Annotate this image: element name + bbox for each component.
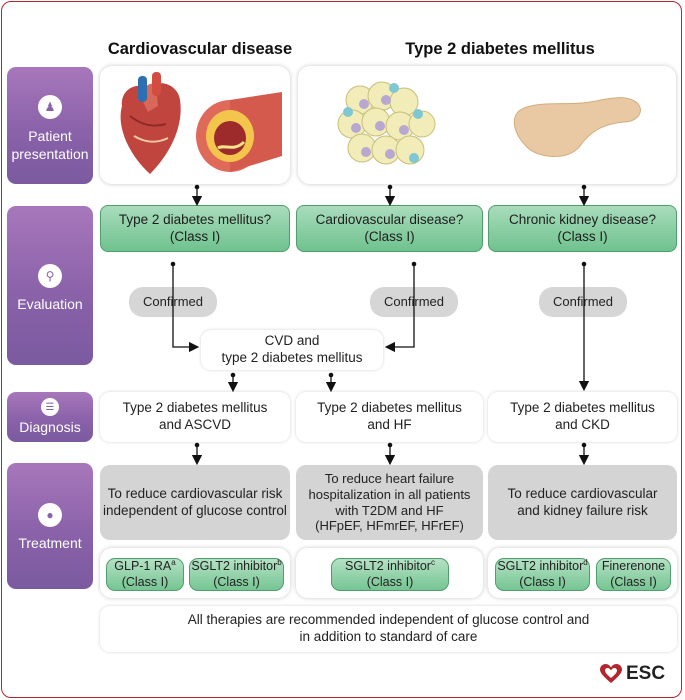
finerenone-name: Finerenone: [601, 558, 666, 573]
heart-logo-icon: [600, 664, 622, 683]
sglt2c-class: (Class I): [366, 575, 414, 590]
diagnosis-hf-line1: Type 2 diabetes mellitus: [317, 400, 462, 416]
evaluation-cvd-question: Cardiovascular disease?: [315, 211, 464, 227]
therapy-sglt2-inhibitor-c: SGLT2 inhibitorc (Class I): [331, 558, 449, 591]
goal-hf-line1: To reduce heart failure: [324, 471, 455, 487]
footer-line2: in addition to standard of care: [299, 629, 478, 644]
side-evaluation-label: Evaluation: [17, 296, 83, 312]
evaluation-ckd-class: (Class I): [557, 228, 608, 244]
cvd-illustration-panel: [100, 66, 290, 184]
side-treatment: ● Treatment: [7, 463, 93, 589]
evaluation-cvd-class: (Class I): [364, 228, 415, 244]
evaluation-cvd-box: Cardiovascular disease?(Class I): [296, 205, 483, 252]
side-patient-presentation: ♟ Patient presentation: [7, 67, 93, 184]
side-evaluation: ⚲ Evaluation: [7, 206, 93, 365]
pills-icon: ●: [38, 503, 62, 527]
sglt2d-footnote: d: [583, 558, 588, 568]
side-diagnosis-label: Diagnosis: [19, 419, 81, 435]
footer-line1: All therapies are recommended independen…: [187, 612, 590, 628]
evaluation-ckd-box: Chronic kidney disease?(Class I): [488, 205, 677, 252]
glp1-class: (Class I): [121, 575, 169, 590]
cvd-header: Cardiovascular disease: [107, 40, 293, 58]
footer-note-box: All therapies are recommended independen…: [100, 606, 677, 652]
diagnosis-ckd-line2: and CKD: [555, 417, 610, 432]
therapy-glp1-ra: GLP-1 RAa(Class I): [106, 558, 184, 591]
goal-hf-line2: hospitalization in all patients: [308, 486, 471, 502]
finerenone-class: (Class I): [610, 574, 657, 589]
side-patient-label: Patient presentation: [11, 128, 89, 163]
therapy-sglt2-inhibitor-b: SGLT2 inhibitorb (Class I): [189, 558, 284, 591]
diagnosis-ascvd-line1: Type 2 diabetes mellitus: [122, 400, 268, 416]
goal-hf-line3: with T2DM and HF: [335, 502, 444, 518]
therapy-finerenone: Finerenone(Class I): [596, 558, 671, 591]
glp1-name: GLP-1 RA: [114, 559, 172, 574]
glp1-footnote: a: [171, 558, 176, 568]
sglt2b-class: (Class I): [213, 575, 260, 590]
sglt2b-footnote: b: [277, 558, 282, 568]
goal-kidney-line1: To reduce cardiovascular: [507, 485, 658, 501]
sglt2c-name: SGLT2 inhibitor: [345, 559, 431, 574]
goal-hf-line4: (HFpEF, HFmrEF, HFrEF): [315, 518, 464, 534]
evaluation-t2dm-question: Type 2 diabetes mellitus?: [118, 211, 272, 227]
magnifier-icon: ⚲: [38, 264, 62, 288]
t2dm-header: Type 2 diabetes mellitus: [405, 40, 595, 58]
diagnosis-ckd-line1: Type 2 diabetes mellitus: [510, 400, 655, 416]
sglt2d-class: (Class I): [519, 575, 566, 590]
esc-logo-text: ESC: [626, 663, 666, 684]
confirmed-ckd-column: Confirmed: [539, 287, 627, 317]
evaluation-ckd-question: Chronic kidney disease?: [508, 211, 657, 227]
goal-kidney-line2: and kidney failure risk: [517, 502, 648, 518]
t2dm-illustration-panel: [298, 66, 676, 184]
cells-pancreas-illustration: [337, 81, 641, 165]
sglt2d-name: SGLT2 inhibitor: [497, 559, 584, 574]
combined-line2: type 2 diabetes mellitus: [221, 350, 363, 365]
diagnosis-hf-line2: and HF: [367, 417, 412, 432]
clipboard-icon: ☰: [41, 398, 59, 416]
esc-logo: ESC: [600, 663, 665, 685]
therapy-sglt2-inhibitor-d: SGLT2 inhibitord (Class I): [495, 558, 590, 591]
sglt2c-footnote: c: [430, 558, 435, 568]
sglt2b-name: SGLT2 inhibitor: [191, 559, 278, 574]
patients-icon: ♟: [38, 95, 62, 119]
heart-artery-illustration: [120, 72, 282, 174]
goal-cv-line2: independent of glucose control: [103, 502, 287, 518]
evaluation-t2dm-box: Type 2 diabetes mellitus?(Class I): [100, 205, 290, 252]
side-diagnosis: ☰ Diagnosis: [7, 392, 93, 442]
goal-cv-line1: To reduce cardiovascular risk: [107, 485, 283, 501]
combined-line1: CVD and: [264, 333, 320, 349]
side-treatment-label: Treatment: [18, 535, 82, 551]
evaluation-t2dm-class: (Class I): [169, 228, 221, 244]
diagnosis-ascvd-line2: and ASCVD: [158, 417, 232, 432]
